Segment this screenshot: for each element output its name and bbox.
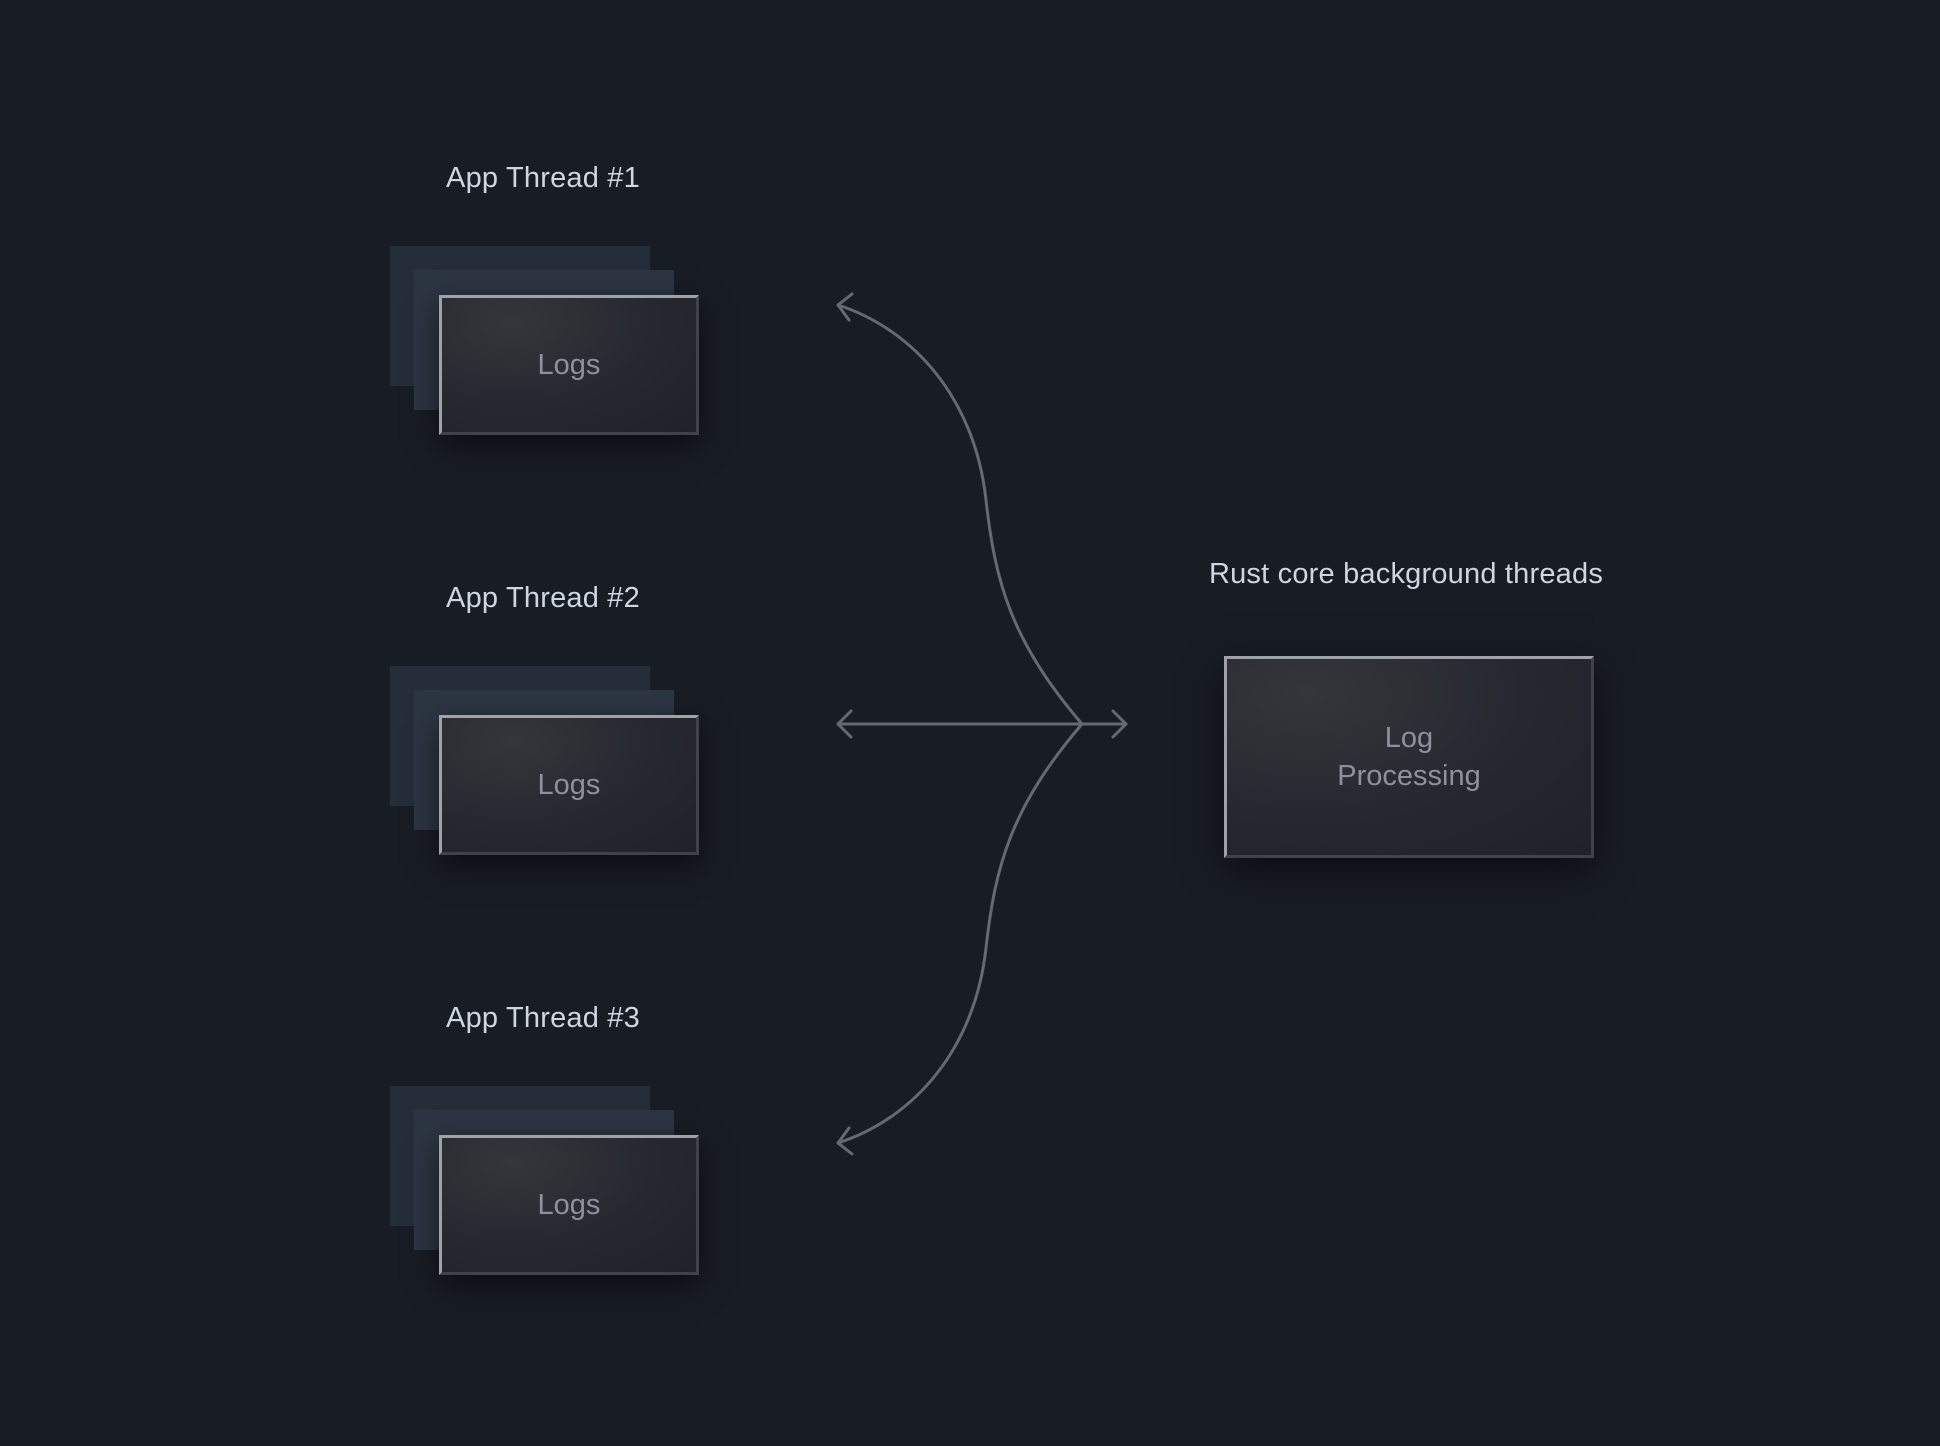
thread-1-logs-card: Logs xyxy=(439,295,699,435)
thread-2-log-stack: Logs xyxy=(390,666,700,866)
log-processing-card: Log Processing xyxy=(1224,656,1594,858)
thread-1-log-stack: Logs xyxy=(390,246,700,446)
thread-3-log-stack: Logs xyxy=(390,1086,700,1286)
thread-3-title: App Thread #3 xyxy=(446,1002,640,1034)
thread-1-title: App Thread #1 xyxy=(446,162,640,194)
thread-1-logs-label: Logs xyxy=(537,349,601,381)
arrowhead-thread-3 xyxy=(836,1126,854,1156)
thread-3-logs-card: Logs xyxy=(439,1135,699,1275)
thread-3-logs-label: Logs xyxy=(537,1189,601,1221)
connector-to-thread-1 xyxy=(836,303,1084,726)
core-title: Rust core background threads xyxy=(1208,558,1604,590)
thread-2-logs-card: Logs xyxy=(439,715,699,855)
log-processing-label: Log Processing xyxy=(1337,722,1481,792)
arrowhead-core xyxy=(1111,709,1128,739)
arrowhead-thread-2 xyxy=(836,709,853,739)
arrowhead-thread-1 xyxy=(836,292,854,322)
thread-2-title: App Thread #2 xyxy=(446,582,640,614)
connector-to-thread-3 xyxy=(836,722,1084,1145)
thread-2-logs-label: Logs xyxy=(537,769,601,801)
